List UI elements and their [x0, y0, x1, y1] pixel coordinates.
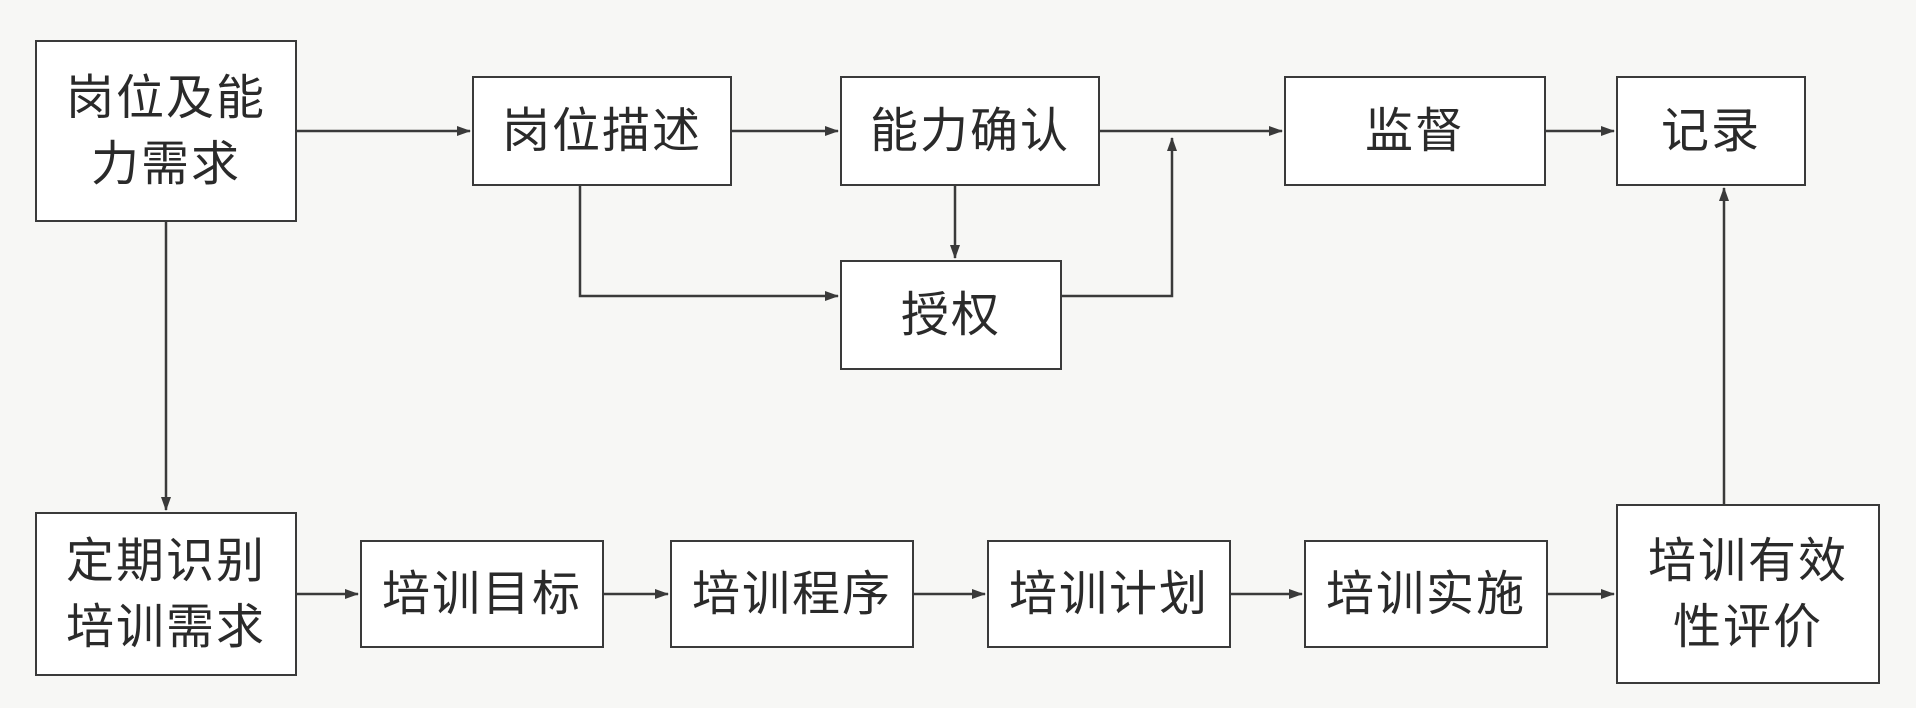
node-job-competency-requirements-line1: 岗位及能 [65, 70, 266, 126]
node-job-competency-requirements: 岗位及能 力需求 [35, 40, 297, 222]
node-training-effectiveness-evaluation-line2: 性评价 [1672, 599, 1823, 655]
node-job-description: 岗位描述 [472, 76, 732, 186]
node-record-label: 记录 [1660, 103, 1761, 159]
node-competency-confirmation-label: 能力确认 [869, 103, 1070, 159]
arrow-authorization-to-supervision-line [1062, 137, 1177, 298]
node-training-effectiveness-evaluation-line1: 培训有效 [1647, 533, 1848, 589]
node-training-plan-label: 培训计划 [1008, 566, 1209, 622]
node-job-description-label: 岗位描述 [501, 103, 702, 159]
node-authorization-label: 授权 [900, 287, 1001, 343]
node-training-implementation: 培训实施 [1304, 540, 1548, 648]
node-job-competency-requirements-line2: 力需求 [90, 136, 241, 192]
node-training-procedure: 培训程序 [670, 540, 914, 648]
node-supervision-label: 监督 [1364, 103, 1465, 159]
node-competency-confirmation: 能力确认 [840, 76, 1100, 186]
node-authorization: 授权 [840, 260, 1062, 370]
node-periodic-training-needs-line1: 定期识别 [65, 533, 266, 589]
node-training-objectives: 培训目标 [360, 540, 604, 648]
node-supervision: 监督 [1284, 76, 1546, 186]
arrow-description-to-authorization [578, 186, 839, 301]
node-training-implementation-label: 培训实施 [1325, 566, 1526, 622]
node-training-objectives-label: 培训目标 [381, 566, 582, 622]
node-training-effectiveness-evaluation: 培训有效 性评价 [1616, 504, 1880, 684]
node-periodic-training-needs: 定期识别 培训需求 [35, 512, 297, 676]
node-training-plan: 培训计划 [987, 540, 1231, 648]
node-record: 记录 [1616, 76, 1806, 186]
node-training-procedure-label: 培训程序 [691, 566, 892, 622]
node-periodic-training-needs-line2: 培训需求 [65, 599, 266, 655]
